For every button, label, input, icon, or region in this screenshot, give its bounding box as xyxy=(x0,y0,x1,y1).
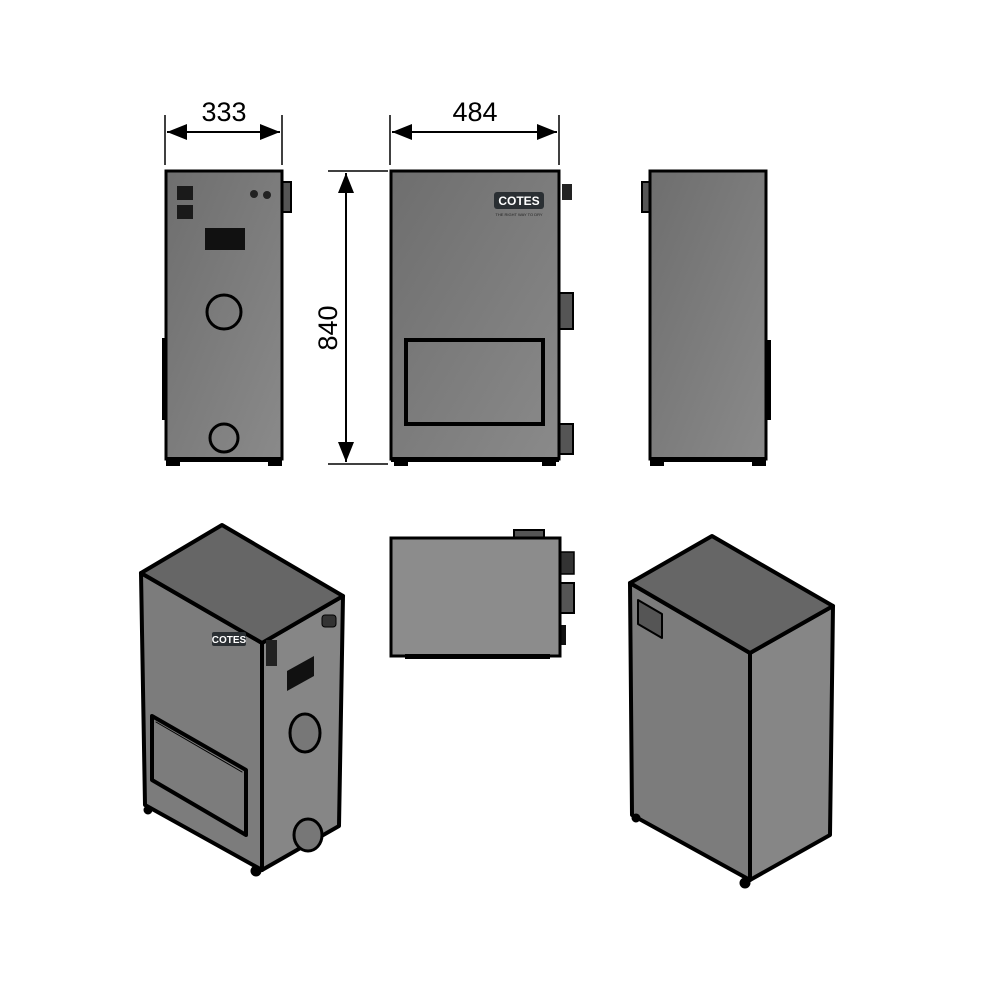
logo-brand: COTES xyxy=(212,635,247,646)
dimension-label: 333 xyxy=(201,97,246,127)
front-view: COTES THE RIGHT WAY TO DRY xyxy=(389,169,574,466)
top-view xyxy=(389,529,575,659)
rear-view xyxy=(641,169,771,466)
dimension-label: 840 xyxy=(313,305,343,350)
isometric-view-rear xyxy=(628,534,835,889)
dimension-side-width: 333 xyxy=(164,97,283,165)
logo-tagline: THE RIGHT WAY TO DRY xyxy=(495,212,543,217)
isometric-view-front: COTES xyxy=(139,523,345,877)
side-view xyxy=(162,169,292,466)
logo-brand: COTES xyxy=(498,194,539,208)
dimension-label: 484 xyxy=(452,97,497,127)
cotes-logo: COTES xyxy=(212,632,247,646)
dimension-front-width: 484 xyxy=(389,97,560,165)
cotes-logo: COTES THE RIGHT WAY TO DRY xyxy=(494,192,544,217)
dimension-height: 840 xyxy=(313,170,388,465)
